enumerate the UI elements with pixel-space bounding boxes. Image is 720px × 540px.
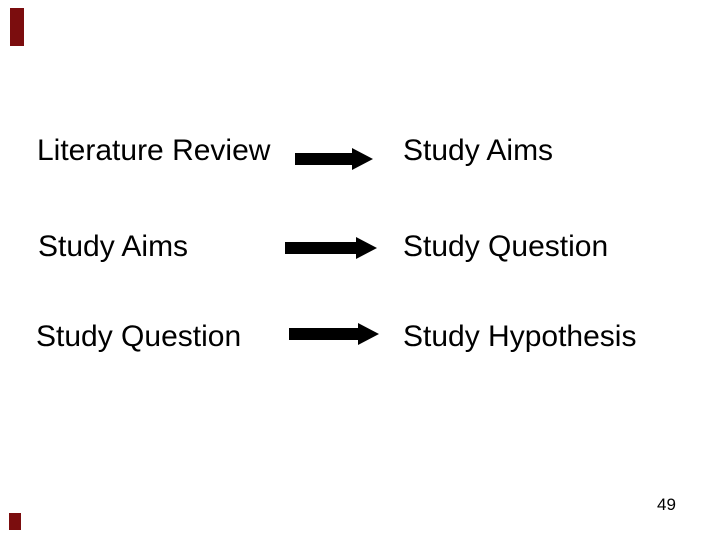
red-edge-marker-bottom: [9, 513, 21, 530]
red-edge-marker-top: [10, 8, 24, 46]
arrow-head: [356, 237, 377, 259]
flow-target-label: Study Question: [403, 230, 609, 263]
arrow-shaft: [295, 153, 352, 165]
flow-source-label: Study Aims: [38, 230, 189, 263]
arrow-right-icon: [295, 148, 373, 170]
arrow-head: [352, 148, 373, 170]
flow-target-label: Study Hypothesis: [403, 320, 637, 353]
arrow-shaft: [285, 242, 356, 254]
flow-source-label: Literature Review: [37, 134, 271, 167]
page-number: 49: [657, 495, 676, 514]
flow-source-label: Study Question: [36, 320, 242, 353]
arrow-right-icon: [289, 323, 379, 345]
arrow-right-icon: [285, 237, 377, 259]
arrow-head: [358, 323, 379, 345]
arrow-shaft: [289, 328, 358, 340]
flow-target-label: Study Aims: [403, 134, 554, 167]
